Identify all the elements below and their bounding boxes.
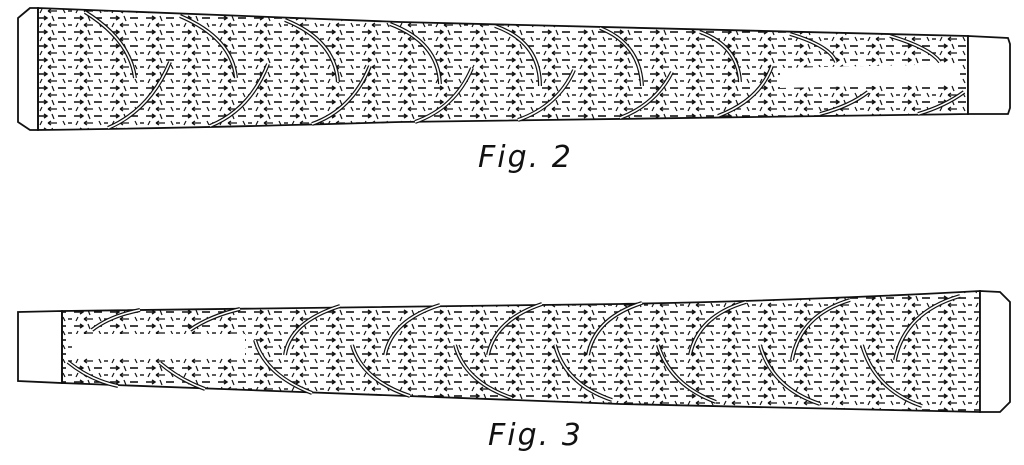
fig2-caption: Fig. 2 [478, 140, 573, 175]
fig2-butt-cap [17, 7, 39, 131]
fig3-end-cap [17, 310, 63, 384]
fig3-grip [17, 290, 1011, 413]
fig2-end-cap [967, 35, 1011, 115]
fig3-butt-cap [979, 290, 1011, 413]
fig3-caption: Fig. 3 [488, 418, 583, 453]
fig2-grip [17, 7, 1011, 131]
